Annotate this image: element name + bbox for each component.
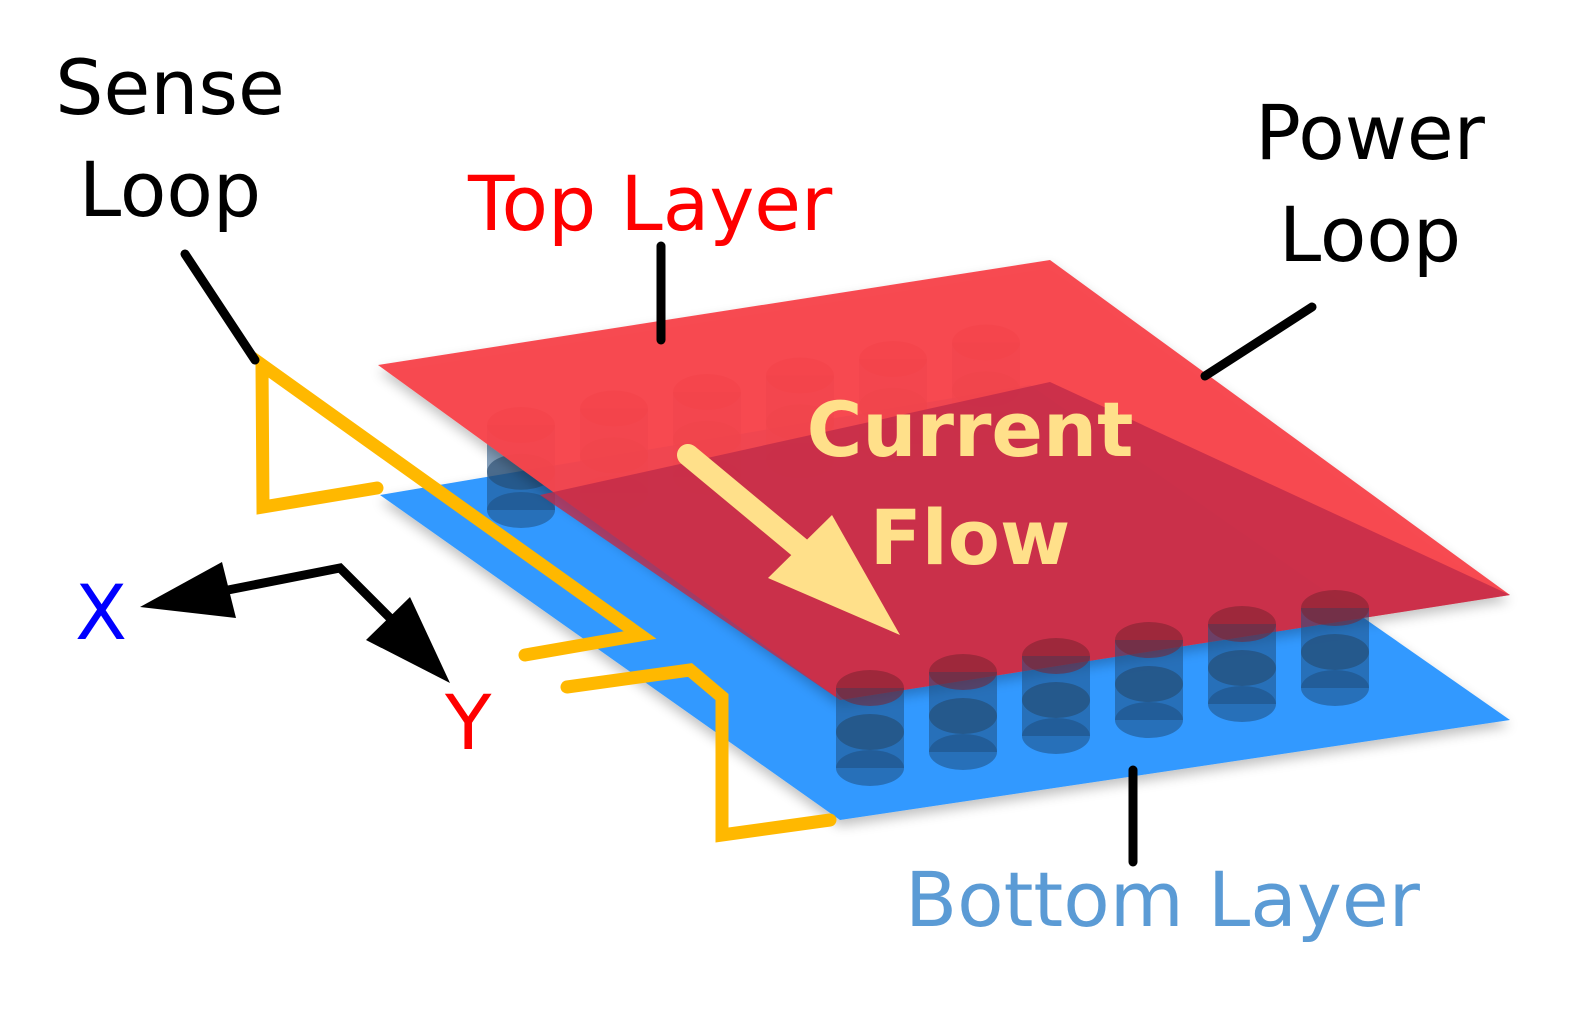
front-via	[836, 670, 904, 786]
power-loop-label-line1: Power	[1255, 88, 1485, 177]
power-loop-label-line2: Loop	[1278, 190, 1462, 279]
sense-loop-trace	[255, 352, 657, 662]
top-layer-label: Top Layer	[468, 159, 833, 248]
current-flow-arrow	[677, 444, 900, 635]
front-via	[1208, 606, 1276, 722]
y-axis-arrowhead	[366, 597, 450, 683]
front-via	[1115, 622, 1183, 738]
power-loop-label: Power Loop	[1225, 95, 1515, 273]
power-loop-leader	[1200, 302, 1317, 381]
current-flow-label: Current Flow	[800, 392, 1140, 576]
front-via	[1022, 638, 1090, 754]
sense-loop-label-line1: Sense	[55, 43, 285, 132]
axes-indicator	[140, 562, 450, 683]
front-via-row	[836, 590, 1369, 786]
bottom-layer-label: Bottom Layer	[905, 855, 1420, 944]
axis-x-label: X	[75, 568, 128, 657]
front-via	[929, 654, 997, 770]
axis-y-label: Y	[445, 678, 492, 767]
sense-loop-leader	[180, 249, 260, 365]
sense-loop-label-line2: Loop	[78, 145, 262, 234]
sense-loop-label: Sense Loop	[40, 50, 300, 228]
front-via	[1301, 590, 1369, 706]
sense-loop-return-trace	[560, 663, 837, 843]
current-flow-label-line2: Flow	[869, 493, 1071, 582]
x-axis-arrowhead	[140, 562, 236, 618]
current-flow-label-line1: Current	[806, 385, 1134, 474]
